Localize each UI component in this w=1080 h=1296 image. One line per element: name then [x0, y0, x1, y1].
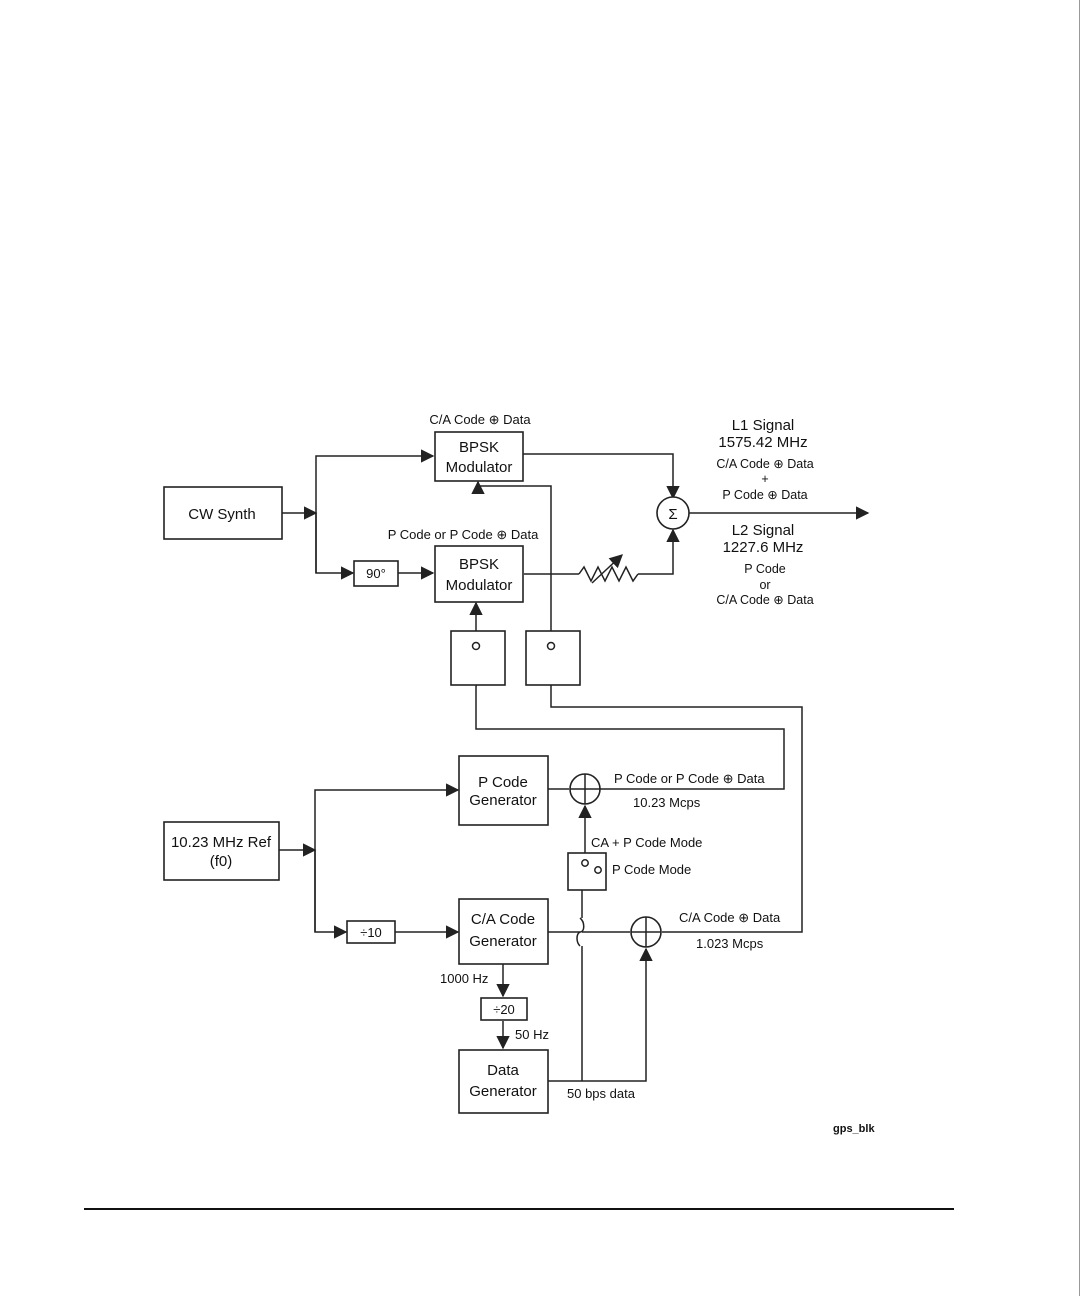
l2-component-b: C/A Code ⊕ Data [716, 593, 813, 607]
wire-crossover-hop2 [576, 931, 581, 947]
p-rate-label: 10.23 Mcps [633, 795, 701, 810]
div10-block: ÷10 [346, 920, 396, 944]
xor-1 [569, 773, 601, 805]
wire-to-phase-shift [315, 513, 355, 580]
mode-switch-contact-ca [581, 859, 589, 867]
mode-switch-contact-p [594, 866, 602, 874]
data-gen-label-line1: Data [487, 1062, 519, 1079]
summer: Σ [656, 496, 690, 530]
wire-to-div10 [314, 850, 348, 939]
div10-label: ÷10 [360, 925, 382, 940]
ca-code-generator: C/A Code Generator [458, 898, 549, 965]
l2-component-a: P Code [744, 562, 786, 576]
l1-component-a: C/A Code ⊕ Data [716, 457, 813, 471]
phase-shift-block: 90° [353, 560, 399, 587]
wires [279, 449, 870, 1082]
div20-block: ÷20 [480, 997, 528, 1021]
wire-crossover-hop [579, 917, 585, 933]
ca-p-mode-label: CA + P Code Mode [591, 835, 702, 850]
bpsk2-label-line2: Modulator [446, 577, 513, 594]
figure-id: gps_blk [833, 1123, 875, 1135]
switch2-contact [546, 641, 556, 651]
l1-signal-freq: 1575.42 MHz [718, 434, 807, 451]
bpsk2-label-line1: BPSK [459, 556, 499, 573]
cw-synth-block: CW Synth [163, 486, 283, 540]
bpsk1-label-line2: Modulator [446, 459, 513, 476]
data-generator: Data Generator [458, 1049, 549, 1114]
footer-rule [84, 1208, 954, 1210]
ref-label-line2: (f0) [210, 853, 233, 870]
bpsk1-label-line1: BPSK [459, 439, 499, 456]
wire-bpsk1-to-sum [523, 453, 680, 500]
wire-switch2-to-bpsk1 [471, 480, 552, 648]
mode-switch [567, 852, 607, 891]
bpsk2-input-label: P Code or P Code ⊕ Data [388, 527, 539, 542]
pcode-generator: P Code Generator [458, 755, 549, 826]
bps50-label: 50 bps data [567, 1086, 636, 1101]
attenuator-adjust-arrow [591, 554, 623, 584]
wire-data-to-xor2 [548, 947, 653, 1082]
wire-to-pcode-gen [314, 783, 460, 932]
ref-label-line1: 10.23 MHz Ref [171, 834, 272, 851]
switch-2 [525, 630, 581, 686]
switch-1 [450, 630, 506, 686]
l2-or: or [759, 578, 770, 592]
wire-p-out-to-switch1 [475, 686, 785, 790]
cacode-label-line1: C/A Code [471, 911, 535, 928]
l1-signal-title: L1 Signal [732, 417, 795, 434]
switch1-contact [471, 641, 481, 651]
ca-output-label: C/A Code ⊕ Data [679, 910, 781, 925]
hz1000-label: 1000 Hz [440, 971, 488, 986]
ref-block: 10.23 MHz Ref (f0) [163, 821, 280, 881]
l1-plus: + [761, 472, 768, 486]
hz50-label: 50 Hz [515, 1027, 549, 1042]
xor-2 [630, 916, 662, 948]
bpsk-modulator-2: BPSK Modulator [434, 545, 524, 603]
cw-synth-label: CW Synth [188, 506, 256, 523]
p-mode-label: P Code Mode [612, 862, 691, 877]
phase-shift-label: 90° [366, 566, 386, 581]
pcode-label-line1: P Code [478, 774, 528, 791]
cacode-label-line2: Generator [469, 933, 537, 950]
l2-signal-title: L2 Signal [732, 522, 795, 539]
bpsk-modulator-1: BPSK Modulator [434, 431, 524, 482]
summer-symbol: Σ [668, 506, 677, 523]
div20-label: ÷20 [493, 1002, 515, 1017]
wire-ca-xor-to-switch2 [550, 684, 803, 933]
pcode-label-line2: Generator [469, 792, 537, 809]
ca-rate-label: 1.023 Mcps [696, 936, 764, 951]
wire-to-bpsk1 [315, 449, 435, 573]
variable-attenuator [578, 565, 639, 583]
p-output-label: P Code or P Code ⊕ Data [614, 771, 765, 786]
wire-atten-to-sum [638, 528, 680, 575]
data-gen-label-line2: Generator [469, 1083, 537, 1100]
bpsk1-input-label: C/A Code ⊕ Data [429, 412, 531, 427]
annotations: C/A Code ⊕ Data P Code or P Code ⊕ Data … [388, 412, 876, 1135]
l2-signal-freq: 1227.6 MHz [723, 539, 804, 556]
l1-component-b: P Code ⊕ Data [722, 488, 807, 502]
